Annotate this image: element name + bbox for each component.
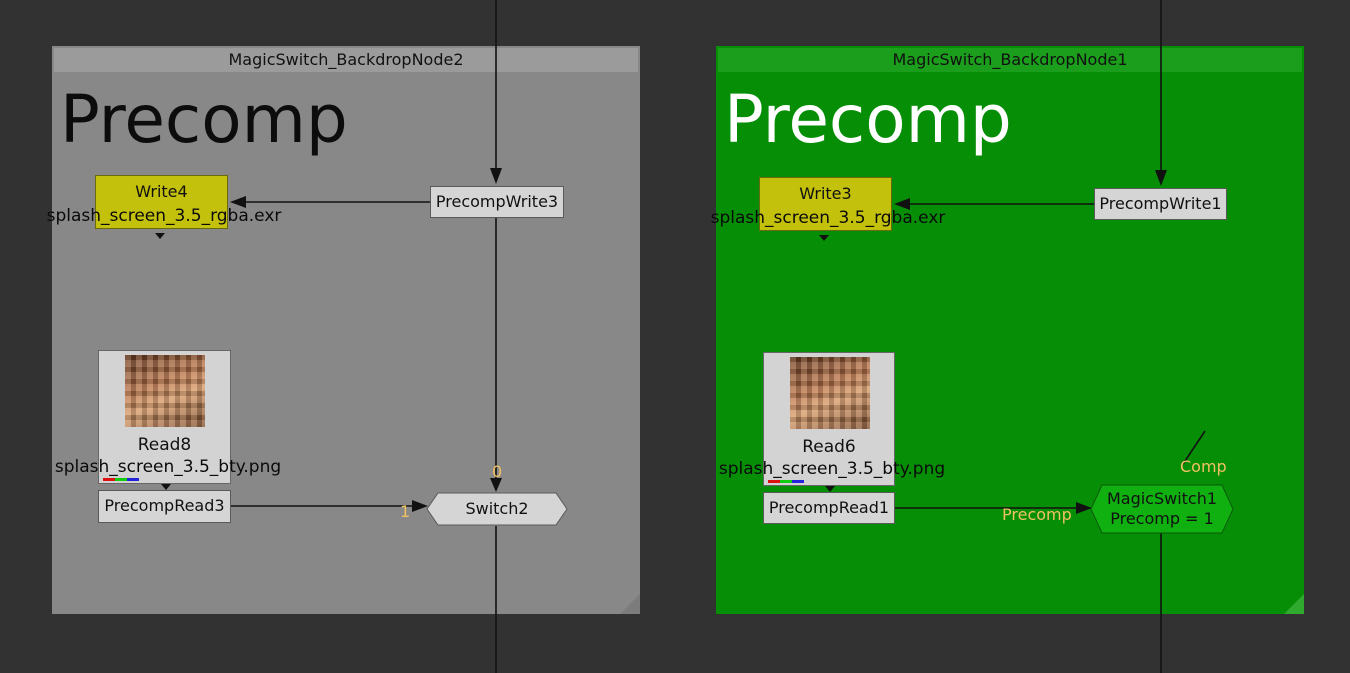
precompread1-node[interactable]: PrecompRead1 xyxy=(763,492,895,524)
node-label: Write3 xyxy=(760,184,891,204)
magicswitch1-comp-input-label: Comp xyxy=(1180,457,1227,476)
precompwrite3-node[interactable]: PrecompWrite3 xyxy=(430,186,564,218)
write3-file-label: splash_screen_3.5_rgba.exr xyxy=(711,208,946,228)
node-label: MagicSwitch1 xyxy=(1107,489,1217,509)
backdrop-node-2[interactable]: MagicSwitch_BackdropNode2 Precomp xyxy=(52,46,640,614)
precompwrite1-node[interactable]: PrecompWrite1 xyxy=(1094,188,1227,220)
write3-output-arrow-icon xyxy=(819,235,829,241)
backdrop-label: Precomp xyxy=(60,80,348,160)
resize-handle-icon[interactable] xyxy=(1284,594,1304,614)
write4-output-arrow-icon xyxy=(155,233,165,239)
node-label: Read8 xyxy=(99,433,230,457)
node-label: Write4 xyxy=(96,182,227,202)
rgb-channel-indicator-icon xyxy=(768,480,804,483)
node-label: Switch2 xyxy=(465,499,528,519)
read6-output-arrow-icon xyxy=(825,486,835,492)
rgb-channel-indicator-icon xyxy=(103,478,139,481)
backdrop-label: Precomp xyxy=(724,80,1012,160)
image-thumbnail-icon xyxy=(790,357,870,429)
resize-handle-icon[interactable] xyxy=(620,594,640,614)
switch2-input-0-label: 0 xyxy=(492,462,502,481)
switch2-input-1-label: 1 xyxy=(400,502,410,521)
node-label: Read6 xyxy=(764,435,894,459)
magicswitch1-precomp-input-label: Precomp xyxy=(1002,505,1072,524)
image-thumbnail-icon xyxy=(125,355,205,427)
write4-file-label: splash_screen_3.5_rgba.exr xyxy=(47,206,282,226)
read8-file-label: splash_screen_3.5_bty.png xyxy=(55,457,281,477)
backdrop-title: MagicSwitch_BackdropNode2 xyxy=(54,48,638,72)
switch2-node[interactable]: Switch2 xyxy=(426,492,568,526)
magicswitch1-node[interactable]: MagicSwitch1 Precomp = 1 xyxy=(1090,484,1234,534)
precompread3-node[interactable]: PrecompRead3 xyxy=(98,490,231,523)
backdrop-title: MagicSwitch_BackdropNode1 xyxy=(718,48,1302,72)
read6-file-label: splash_screen_3.5_bty.png xyxy=(719,459,945,479)
node-value-label: Precomp = 1 xyxy=(1110,509,1214,529)
read8-output-arrow-icon xyxy=(161,484,171,490)
